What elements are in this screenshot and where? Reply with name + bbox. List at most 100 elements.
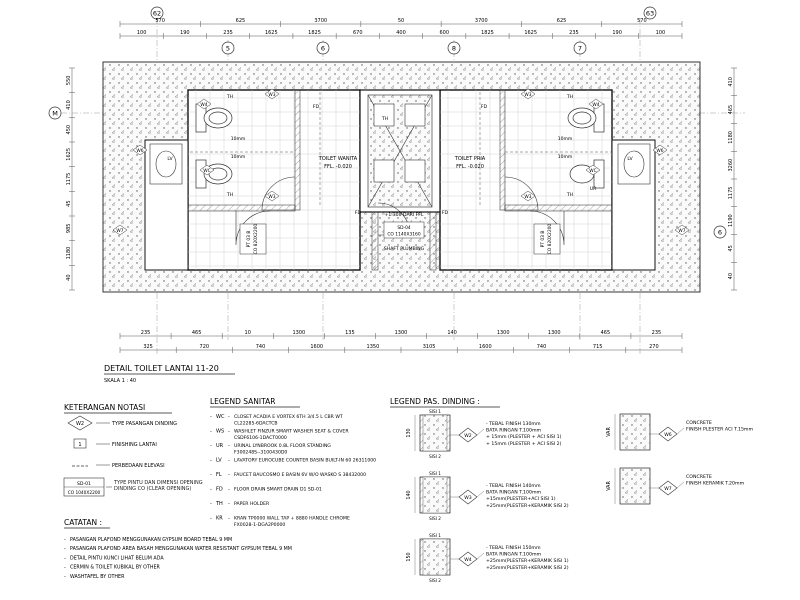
dim-label-bottom-outer: 715 (593, 344, 603, 350)
wall-thickness-label: VAR (606, 427, 612, 437)
room-label-toilet-wanita: TOILET WANITA (318, 156, 358, 162)
wc-fixture-right-top (567, 103, 605, 133)
svg-text:SISI 2: SISI 2 (429, 454, 441, 459)
wall-spec-line: +25mm(PLESTER+KERAMIK SISI 1) (486, 558, 569, 564)
svg-text:WC: WC (589, 168, 596, 174)
section-marker-5: 5 (221, 41, 235, 55)
dim-label-left: 550 (66, 76, 72, 86)
svg-text:W6: W6 (664, 432, 672, 438)
dim-label-right: 1180 (728, 131, 734, 144)
wall-spec-line: +25mm(PLESTER+KERAMIK SISI 2) (486, 565, 569, 571)
wall-tag: FD (481, 104, 488, 110)
dim-label-top: 3700 (314, 18, 327, 24)
svg-text:W3: W3 (268, 194, 275, 200)
dim-label-left: 450 (66, 125, 72, 135)
dim-label-bottom-outer: 740 (537, 344, 547, 350)
wall-tag: TH (566, 94, 573, 100)
dim-label-bottom-outer: 740 (256, 344, 266, 350)
wall-tag: UR (590, 186, 597, 192)
dim-label-bottom-outer: 1600 (310, 344, 323, 350)
sanitar-item: -KR-KRAN TP0000 WALL TAP + 8880 HANDLE C… (210, 516, 350, 529)
wall-tag: WC (585, 164, 601, 176)
dim-label-bottom-inner: 465 (601, 330, 611, 336)
wall-spec-line: + 15mm (PLESTER + ACI SISI 1) (486, 434, 562, 440)
svg-text:TH: TH (566, 192, 573, 198)
wall-tag: LV (167, 156, 173, 162)
wall-thickness-label: 150 (406, 552, 412, 561)
catatan-bullet: - (64, 537, 66, 543)
catatan-bullet: - (64, 546, 66, 552)
svg-text:PERBEDAAN ELEVASI: PERBEDAAN ELEVASI (112, 463, 165, 469)
dim-label-top-inner: 1625 (265, 30, 278, 36)
dim-label-bottom-outer: 270 (649, 344, 659, 350)
sanitar-text: FLOOR DRAIN SMART DRAIN D1 SD-01 (234, 487, 322, 493)
notes-item-wall-type: W2 TYPE PASANGAN DINDING (67, 415, 177, 431)
dim-label-bottom-inner: 135 (345, 330, 355, 336)
dim-label-top: 570 (637, 18, 647, 24)
svg-text:-: - (228, 472, 230, 478)
sanitar-code: UR (216, 443, 224, 449)
svg-text:W3: W3 (464, 495, 472, 501)
sanitar-text: CSDF6106-1DACT0000 (234, 435, 287, 441)
catatan-item: DETAIL PINTU KUNCI LIHAT BELUM ADA (70, 555, 164, 561)
dim-label-bottom-outer: 1350 (367, 344, 380, 350)
door-tag-left: PT 03 B CO 820X2200 (239, 224, 267, 255)
svg-text:62: 62 (153, 10, 161, 18)
dim-label-bottom-inner: 1300 (292, 330, 305, 336)
svg-text:W2: W2 (76, 421, 84, 427)
room-ffl-right: FFL. -0.020 (456, 164, 484, 170)
svg-text:-: - (210, 414, 212, 420)
dim-label-bottom-inner: 235 (141, 330, 151, 336)
wall-spec-line: - TEBAL FINISH 150mm (486, 545, 541, 551)
dim-label-bottom-inner: 10 (245, 330, 251, 336)
notes-item-door-type: SD-01 CO 1040X2200 TYPE PINTU DAN DIMENS… (63, 477, 203, 497)
svg-text:-: - (228, 487, 230, 493)
svg-text:1: 1 (78, 442, 81, 448)
dim-label-top: 625 (236, 18, 246, 24)
dim-label-bottom-outer: 325 (143, 344, 153, 350)
dim-10mm-left-2: 10mm (231, 154, 246, 160)
dim-label-right: 465 (728, 105, 734, 115)
wall-tag: W7 (674, 224, 690, 236)
wall-tag: TH (566, 192, 573, 198)
sanitar-list: -WC-CLOSET ACADIA E VORTEX 6TH 3/4.5 L C… (210, 414, 376, 528)
section-marker-6b: 6 (713, 225, 727, 239)
svg-text:PT 03 B: PT 03 B (246, 231, 252, 248)
wall-tag: TH (226, 192, 233, 198)
svg-text:-: - (228, 516, 230, 522)
wall-spec-line: +15mm(PLESTER+ACI SISI 1) (486, 496, 556, 502)
dim-label-top-inner: 100 (656, 30, 666, 36)
svg-text:W4: W4 (200, 102, 207, 108)
wall-section-swatch (619, 467, 651, 505)
dim-label-top-inner: 400 (396, 30, 406, 36)
svg-text:-: - (228, 429, 230, 435)
sanitar-text: CLOSET ACADIA E VORTEX 6TH 3/4.5 L CBR W… (234, 414, 343, 420)
svg-text:TH: TH (226, 192, 233, 198)
dim-label-top: 625 (557, 18, 567, 24)
wall-tag: FD (313, 104, 320, 110)
dim-label-top-inner: 100 (137, 30, 147, 36)
svg-text:TH: TH (381, 116, 388, 122)
dim-label-right: 410 (728, 77, 734, 87)
svg-text:W3: W3 (524, 92, 531, 98)
sanitar-code: WS (216, 429, 224, 435)
svg-text:SISI 1: SISI 1 (429, 533, 441, 538)
notes-item-floor-finish: 1 FINISHING LANTAI (73, 438, 157, 449)
sanitar-item: -FD-FLOOR DRAIN SMART DRAIN D1 SD-01 (210, 487, 322, 493)
svg-text:-: - (210, 487, 212, 493)
drawing-scale: SKALA 1 : 40 (104, 378, 136, 384)
wall-spec-line: CONCRETE (686, 420, 712, 426)
svg-text:FD: FD (481, 104, 488, 110)
wall-spec-line: - TEBAL FINISH 130mm (486, 421, 541, 427)
section-marker-7: 7 (573, 41, 587, 55)
svg-text:SD-04: SD-04 (397, 225, 411, 231)
sanitar-code: FD (216, 487, 223, 493)
svg-text:-: - (228, 458, 230, 464)
dim-label-top-inner: 1825 (481, 30, 494, 36)
svg-text:W7: W7 (116, 228, 123, 234)
